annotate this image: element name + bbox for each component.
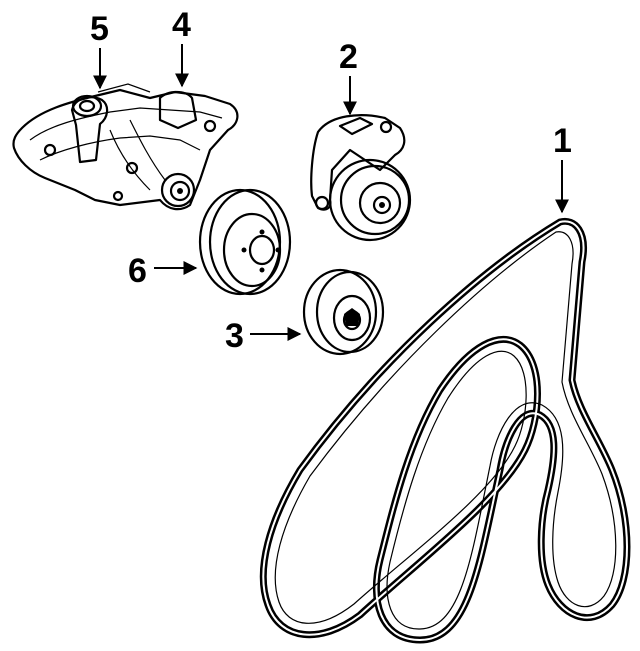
callout-2: 2 <box>339 38 358 76</box>
water-pump-pulley <box>198 188 292 296</box>
water-pump <box>12 88 239 211</box>
callout-labels: 1 2 3 4 5 6 <box>90 6 572 355</box>
callout-4: 4 <box>172 6 191 44</box>
idler-pulley <box>302 268 385 356</box>
belt-tensioner <box>310 114 412 242</box>
callout-1: 1 <box>553 122 572 160</box>
callout-3: 3 <box>225 317 244 355</box>
callout-5: 5 <box>90 10 109 48</box>
water-pump-gasket <box>97 83 151 93</box>
serpentine-belt <box>259 217 631 644</box>
callout-6: 6 <box>128 252 147 290</box>
leader-lines <box>93 44 569 341</box>
